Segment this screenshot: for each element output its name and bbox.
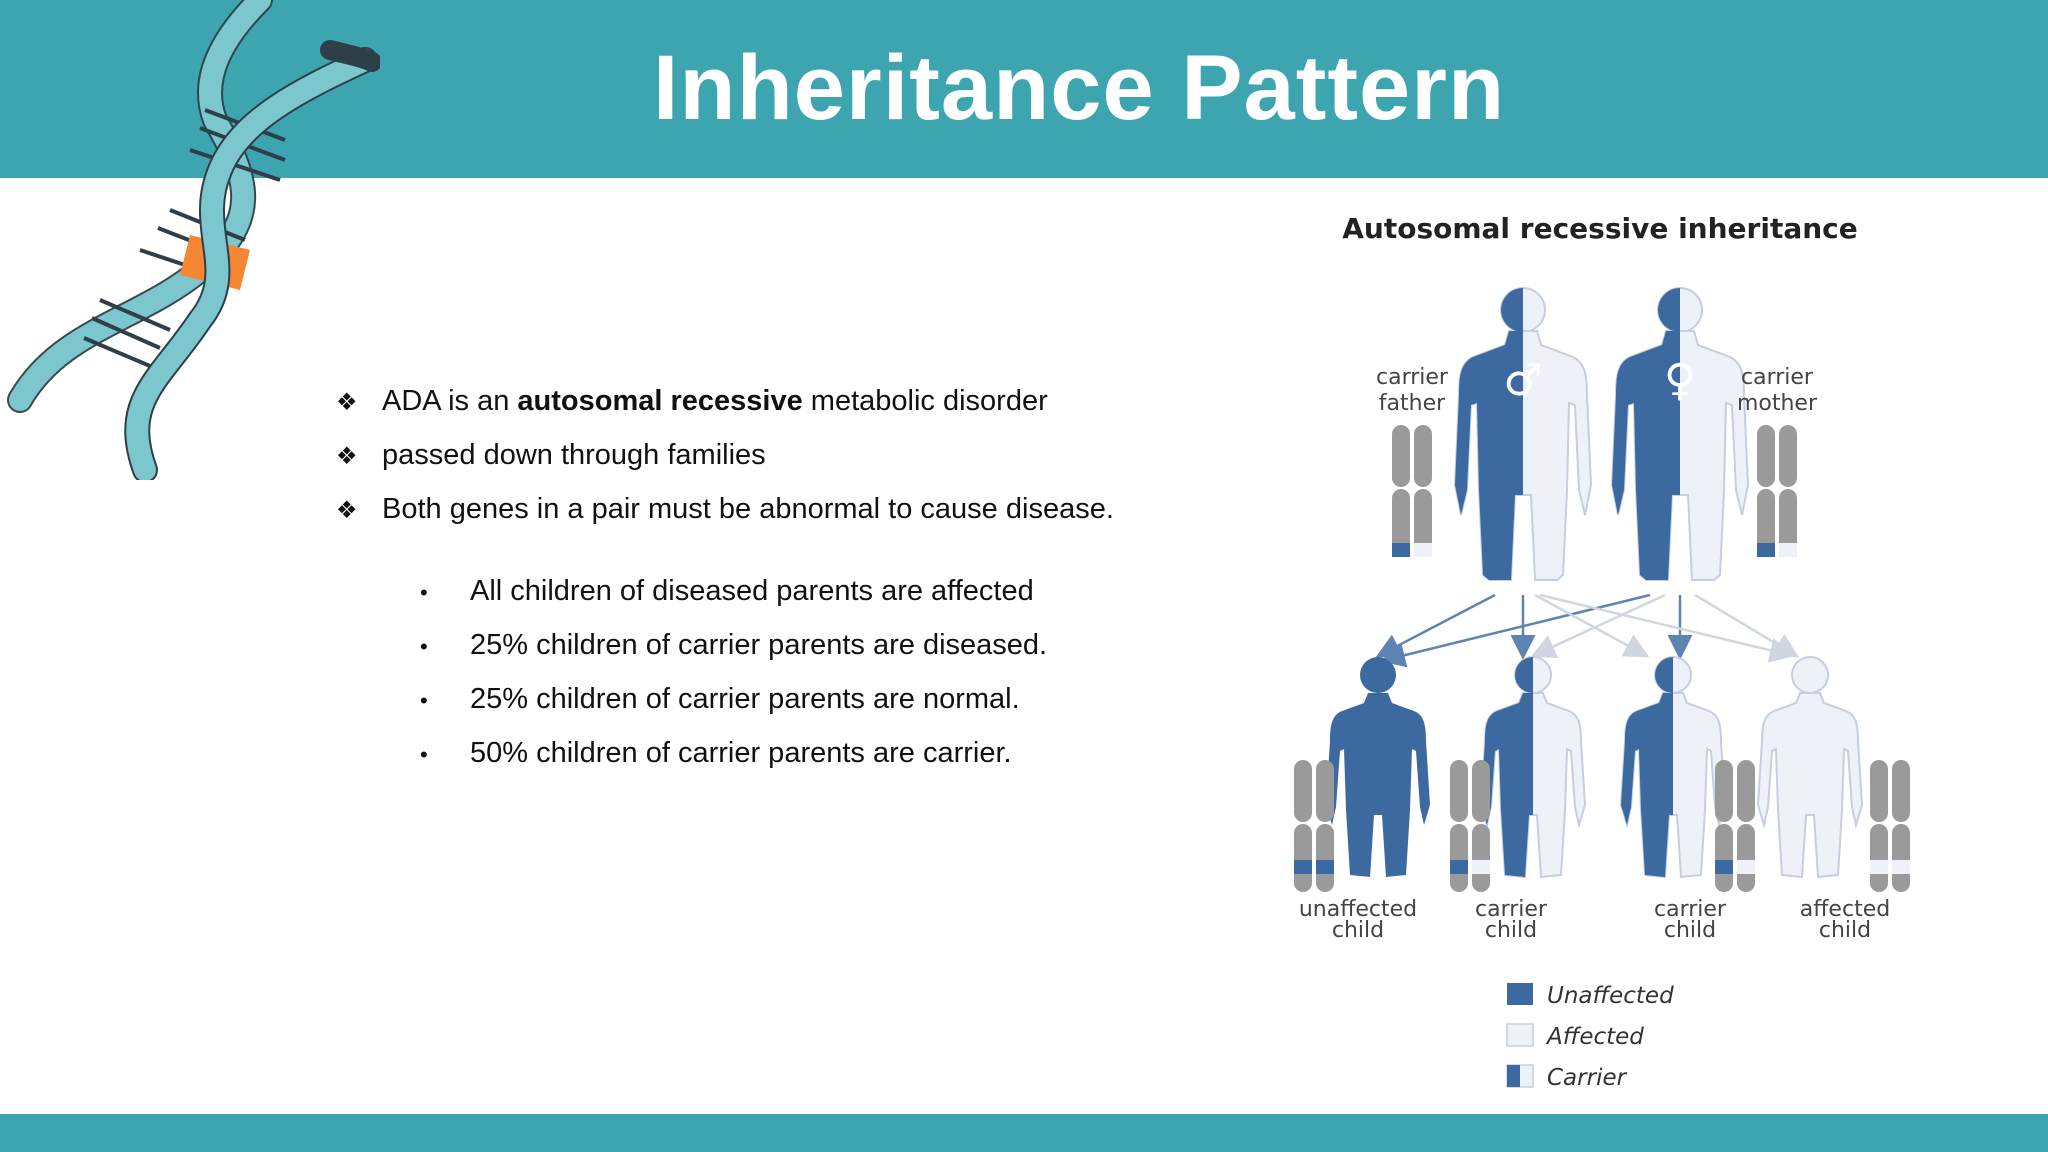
list-item: •25% children of carrier parents are nor… xyxy=(420,678,1047,732)
diamond-bullet-icon: ❖ xyxy=(336,497,358,524)
legend-swatch-affected xyxy=(1506,1023,1534,1047)
dna-icon xyxy=(7,0,380,480)
slide-title: Inheritance Pattern xyxy=(652,37,1506,139)
dot-bullet-icon: • xyxy=(420,634,428,659)
list-item: •25% children of carrier parents are dis… xyxy=(420,624,1047,678)
child-figure-unaffected xyxy=(1326,657,1430,877)
child-label-line2: child xyxy=(1332,918,1384,943)
diamond-bullet-icon: ❖ xyxy=(336,443,358,470)
main-bullet-list: ❖ADA is an autosomal recessive metabolic… xyxy=(336,380,1114,542)
dot-bullet-icon: • xyxy=(420,688,428,713)
legend: Unaffected Affected Carrier xyxy=(1506,983,1674,1091)
mother-label-line2: mother xyxy=(1737,391,1818,416)
list-item: •All children of diseased parents are af… xyxy=(420,570,1047,624)
dot-bullet-icon: • xyxy=(420,580,428,605)
child-label-line1: unaffected xyxy=(1299,897,1417,922)
legend-label: Carrier xyxy=(1547,1065,1628,1091)
legend-label: Unaffected xyxy=(1547,983,1674,1009)
father-chromosomes xyxy=(1392,425,1432,557)
child-chromosomes-unaffected xyxy=(1294,760,1334,892)
child-chromosomes-carrier-1 xyxy=(1450,760,1490,892)
female-symbol-icon: ♀ xyxy=(1664,355,1696,406)
father-label-line2: father xyxy=(1379,391,1446,416)
legend-label: Affected xyxy=(1545,1024,1644,1050)
mother-figure: ♀ xyxy=(1611,287,1749,581)
inheritance-arrows xyxy=(1375,593,1800,668)
legend-swatch-unaffected xyxy=(1507,983,1533,1005)
list-item: •50% children of carrier parents are car… xyxy=(420,732,1047,786)
father-figure: ♂ xyxy=(1454,287,1592,581)
diagram-title: Autosomal recessive inheritance xyxy=(1342,212,1858,245)
child-figure-affected xyxy=(1757,656,1863,878)
header-bar xyxy=(0,0,2048,178)
child-label-line1: carrier xyxy=(1654,897,1727,922)
child-label-line2: child xyxy=(1485,918,1537,943)
child-label-line1: affected xyxy=(1800,897,1890,922)
mother-chromosomes xyxy=(1757,425,1797,557)
footer-bar xyxy=(0,1114,2048,1152)
male-symbol-icon: ♂ xyxy=(1503,355,1542,406)
child-chromosomes-affected xyxy=(1870,760,1910,892)
child-figure-carrier-2 xyxy=(1620,656,1726,878)
list-item: ❖ADA is an autosomal recessive metabolic… xyxy=(336,380,1114,434)
child-chromosomes-carrier-2 xyxy=(1715,760,1755,892)
child-label-line1: carrier xyxy=(1475,897,1548,922)
list-item: ❖Both genes in a pair must be abnormal t… xyxy=(336,488,1114,542)
list-item: ❖passed down through families xyxy=(336,434,1114,488)
mother-label-line1: carrier xyxy=(1741,365,1814,390)
inheritance-diagram: Autosomal recessive inheritance ♂ ♀ carr… xyxy=(1294,212,1910,1091)
child-label-line2: child xyxy=(1664,918,1716,943)
child-figure-carrier-1 xyxy=(1480,656,1586,878)
father-label-line1: carrier xyxy=(1376,365,1449,390)
dot-bullet-icon: • xyxy=(420,742,428,767)
sub-bullet-list: •All children of diseased parents are af… xyxy=(420,570,1047,786)
diamond-bullet-icon: ❖ xyxy=(336,389,358,416)
child-label-line2: child xyxy=(1819,918,1871,943)
